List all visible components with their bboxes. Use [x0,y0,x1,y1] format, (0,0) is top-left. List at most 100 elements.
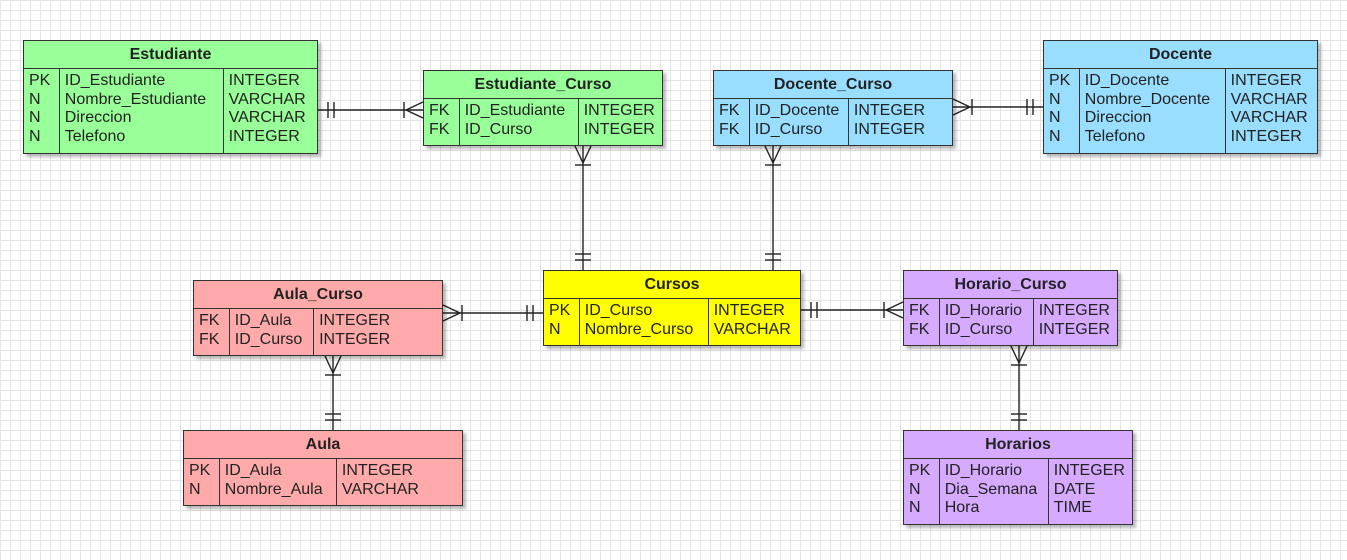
field-type: VARCHAR [228,109,306,127]
entity-title: Horarios [904,431,1132,459]
field-type: INTEGER [341,462,414,479]
field-key: N [1049,127,1061,145]
field-key: N [29,90,41,108]
field-key: PK [1049,72,1071,89]
field-name: Direccion [64,109,132,127]
field-type: INTEGER [1230,72,1302,89]
field-type: INTEGER [583,120,655,138]
field-name: ID_Aula [234,312,292,329]
field-key: FK [429,102,450,119]
field-key: FK [719,102,740,119]
field-key: N [909,499,921,517]
field-key: N [29,109,41,127]
field-key: FK [199,312,220,329]
field-key: FK [429,120,450,138]
field-key: PK [29,72,51,89]
field-name: ID_Docente [754,102,840,119]
field-key: FK [719,120,740,138]
field-name: ID_Curso [754,120,823,138]
field-key: PK [549,302,571,319]
relationship-aula-curso-to-aula [324,355,342,430]
field-name: ID_Horario [944,462,1023,479]
field-type: INTEGER [228,127,300,145]
field-type: INTEGER [228,72,300,89]
field-type: DATE [1053,480,1096,498]
field-type: INTEGER [853,102,926,119]
field-key: FK [909,302,930,319]
field-name: Nombre_Curso [584,320,694,338]
field-key: N [549,320,561,338]
field-name: ID_Horario [944,302,1023,319]
field-key: PK [189,462,211,479]
field-type: VARCHAR [341,480,419,498]
field-name: ID_Curso [464,120,533,138]
field-type: VARCHAR [713,320,791,338]
relationship-estudiante-curso-to-cursos [574,145,592,270]
relationship-docente-curso-to-cursos [764,145,782,270]
field-type: INTEGER [713,302,785,319]
field-key: FK [909,320,930,338]
field-name: Nombre_Docente [1084,90,1211,108]
field-type: INTEGER [319,330,391,348]
entity-title: Cursos [544,271,800,299]
field-name: Hora [944,499,980,517]
field-key: N [1049,109,1061,127]
field-key: N [29,127,41,145]
field-type: INTEGER [1230,127,1302,145]
entity-title: Docente [1044,41,1317,69]
entity-title: Horario_Curso [904,271,1117,299]
relationship-docente-curso-to-docente [952,98,1043,116]
field-type: INTEGER [1053,462,1125,479]
field-name: Nombre_Estudiante [64,90,207,108]
field-type: INTEGER [1038,320,1110,338]
entity-title: Estudiante [24,41,317,69]
field-name: Dia_Semana [944,480,1038,498]
field-key: FK [199,330,220,348]
field-name: ID_Curso [944,320,1013,338]
entity-title: Aula [184,431,462,459]
field-type: VARCHAR [1230,90,1308,108]
field-name: ID_Estudiante [64,72,166,89]
field-type: VARCHAR [1230,109,1308,127]
field-name: Nombre_Aula [224,480,323,498]
relationship-estudiante-to-estudiante-curso [318,101,424,119]
relationship-cursos-to-horario-curso [801,301,904,319]
